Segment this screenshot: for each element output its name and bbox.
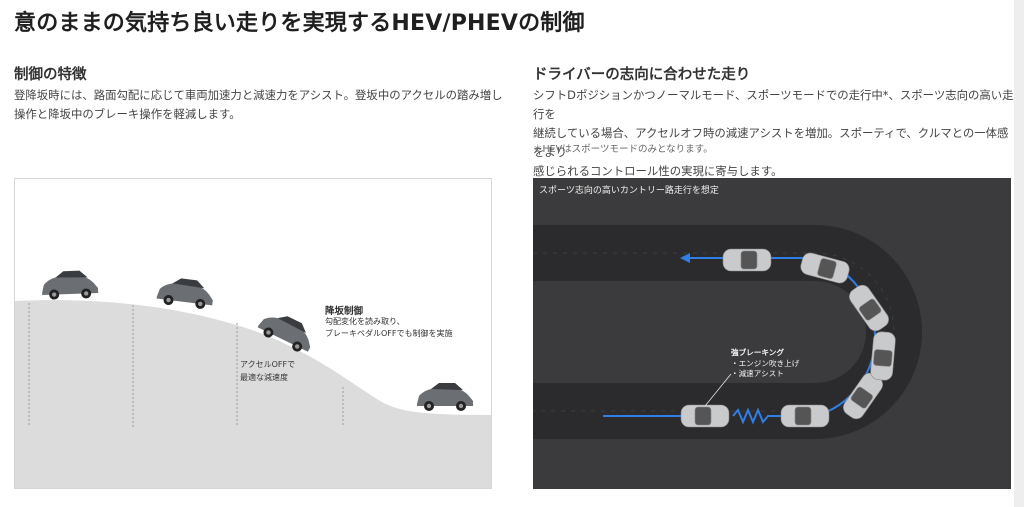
scenario-caption: スポーツ志向の高いカントリー路走行を想定 (539, 186, 719, 196)
car-icon-4 (417, 383, 473, 411)
direction-arrow-icon (680, 253, 690, 263)
driver-line-3: 感じられるコントロール性の実現に寄与します。 (533, 164, 783, 178)
accel-off-label-2: 最適な減速度 (240, 373, 288, 382)
descent-control-note-2: ブレーキペダルOFFでも制御を実施 (325, 329, 453, 338)
features-line-1: 登降坂時には、路面勾配に応じて車両加速力と減速力をアシスト。登坂中のアクセルの踏… (14, 88, 503, 102)
descent-control-label: 降坂制御 (325, 306, 364, 317)
page-title: 意のままの気持ち良い走りを実現するHEV/PHEVの制御 (14, 11, 585, 36)
callout-line (704, 373, 732, 407)
hill-slope (15, 300, 491, 488)
braking-callout-item-1: ・エンジン吹き上げ (731, 358, 800, 368)
braking-callout-title: 強ブレーキング (731, 348, 784, 357)
car-icons-topview (680, 248, 896, 428)
car-icon-1 (42, 270, 99, 300)
features-description: 登降坂時には、路面勾配に応じて車両加速力と減速力をアシスト。登坂中のアクセルの踏… (14, 86, 504, 124)
features-line-2: 操作と降坂中のブレーキ操作を軽減します。 (14, 107, 241, 121)
road-diagram (533, 178, 1011, 489)
hev-footnote: ＊HEVはスポーツモードのみとなります。 (533, 144, 713, 155)
driver-line-2: 継続している場合、アクセルオフ時の減速アシストを増加。スポーティで、クルマとの一… (533, 126, 1009, 159)
hill-diagram (15, 270, 491, 488)
braking-callout-item-2: ・減速アシスト (731, 369, 784, 378)
page-scrollbar[interactable] (1014, 0, 1024, 507)
driver-line-1: シフトDポジションかつノーマルモード、スポーツモードでの走行中*、スポーツ志向の… (533, 88, 1014, 121)
section-dividers (28, 303, 344, 427)
section-heading-features: 制御の特徴 (14, 67, 87, 83)
car-icon-3 (257, 316, 311, 352)
driver-description: シフトDポジションかつノーマルモード、スポーツモードでの走行中*、スポーツ志向の… (533, 86, 1015, 181)
section-heading-driver: ドライバーの志向に合わせた走り (533, 67, 751, 83)
country-road-illustration: スポーツ志向の高いカントリー路走行を想定 強ブレーキング ・エンジン吹き上げ ・… (533, 178, 1011, 489)
descent-control-illustration: 降坂制御 勾配変化を読み取り、 ブレーキペダルOFFでも制御を実施 アクセルOF… (14, 178, 492, 489)
braking-callout: 強ブレーキング ・エンジン吹き上げ ・減速アシスト (731, 348, 799, 380)
braking-zigzag (732, 407, 781, 425)
descent-control-note-1: 勾配変化を読み取り、 (325, 317, 405, 326)
accel-off-label-1: アクセルOFFで (240, 360, 296, 369)
car-icon-2 (156, 278, 213, 309)
